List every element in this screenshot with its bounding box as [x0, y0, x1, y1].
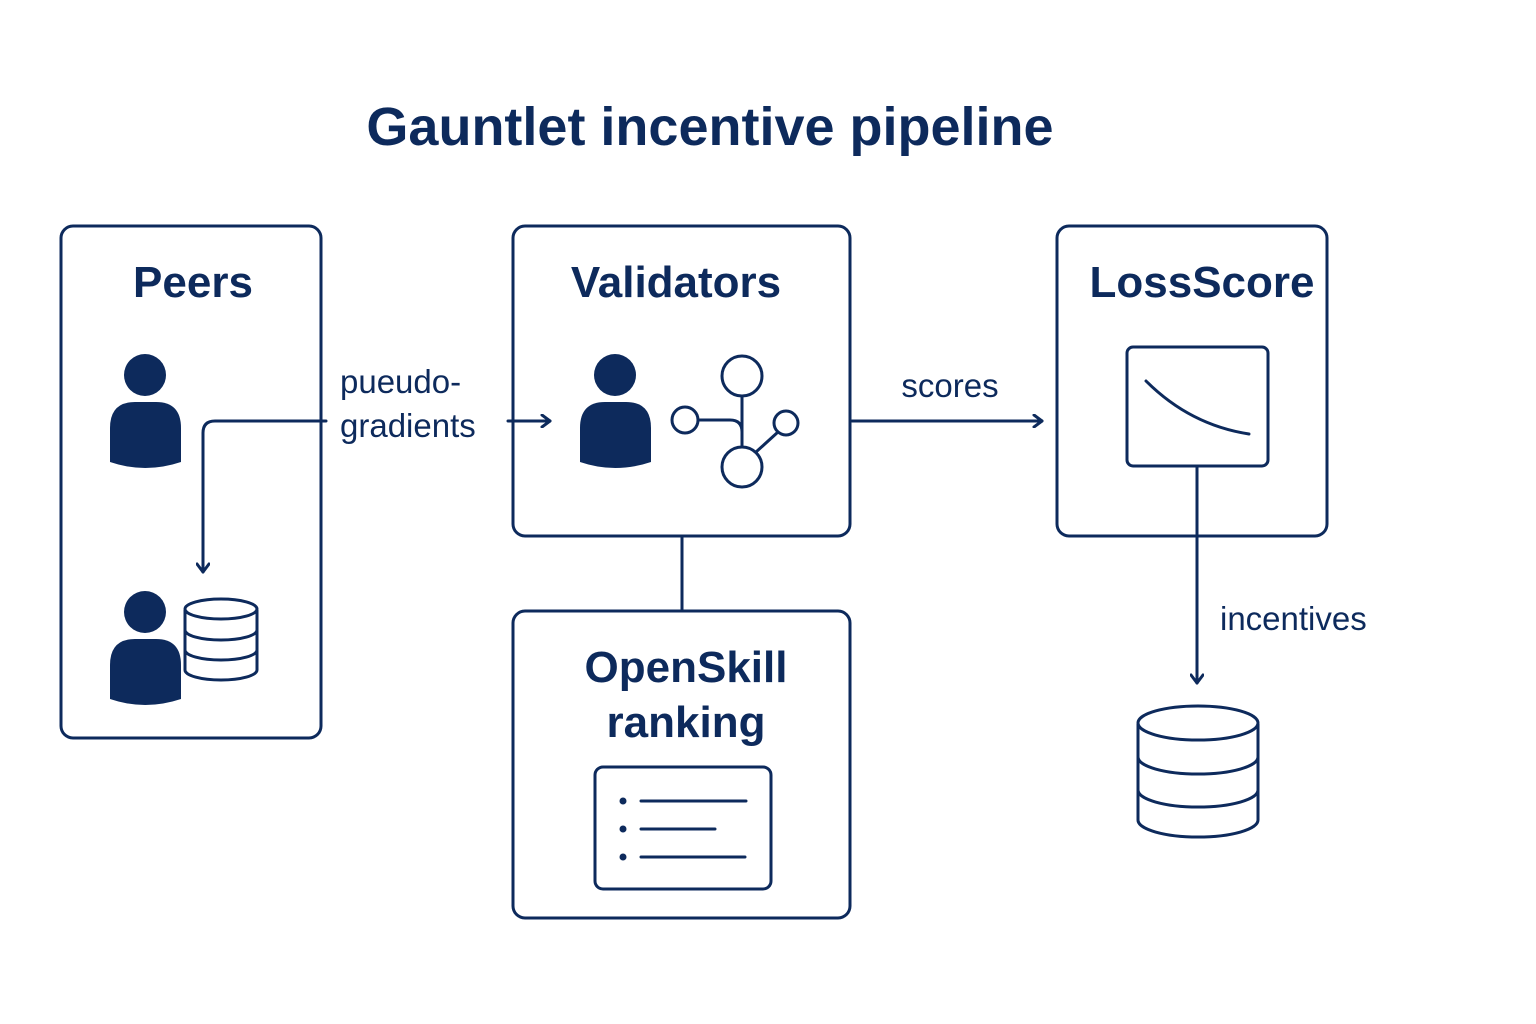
- validators-label: Validators: [571, 258, 781, 307]
- openskill-node: OpenSkill ranking: [511, 609, 852, 920]
- openskill-label-line1: OpenSkill: [585, 643, 788, 692]
- person-icon: [110, 591, 181, 705]
- diagram-title: Gauntlet incentive pipeline: [366, 97, 1053, 157]
- validators-node: Validators: [511, 224, 852, 538]
- openskill-box: [511, 609, 852, 920]
- lossscore-label: LossScore: [1090, 258, 1315, 307]
- person-icon: [110, 354, 181, 468]
- pseudo-gradients-label-line2: gradients: [340, 407, 476, 444]
- person-icon: [580, 354, 651, 468]
- loss-curve-chart-icon: [1125, 345, 1270, 468]
- openskill-label-line2: ranking: [607, 698, 766, 747]
- ranking-list-icon: [593, 765, 773, 891]
- lossscore-node: LossScore: [1055, 224, 1329, 538]
- pseudo-gradients-label-line1: pueudo-: [340, 363, 461, 400]
- incentives-label: incentives: [1220, 600, 1367, 637]
- lossscore-box: [1055, 224, 1329, 538]
- peers-label: Peers: [133, 258, 253, 307]
- peers-node: Peers: [59, 224, 323, 740]
- database-icon: [1136, 704, 1260, 839]
- scores-label: scores: [901, 367, 998, 404]
- peers-box: [59, 224, 323, 740]
- database-icon: [183, 597, 259, 682]
- network-graph-icon: [670, 354, 800, 489]
- peer-to-peer-arrow: [203, 419, 328, 574]
